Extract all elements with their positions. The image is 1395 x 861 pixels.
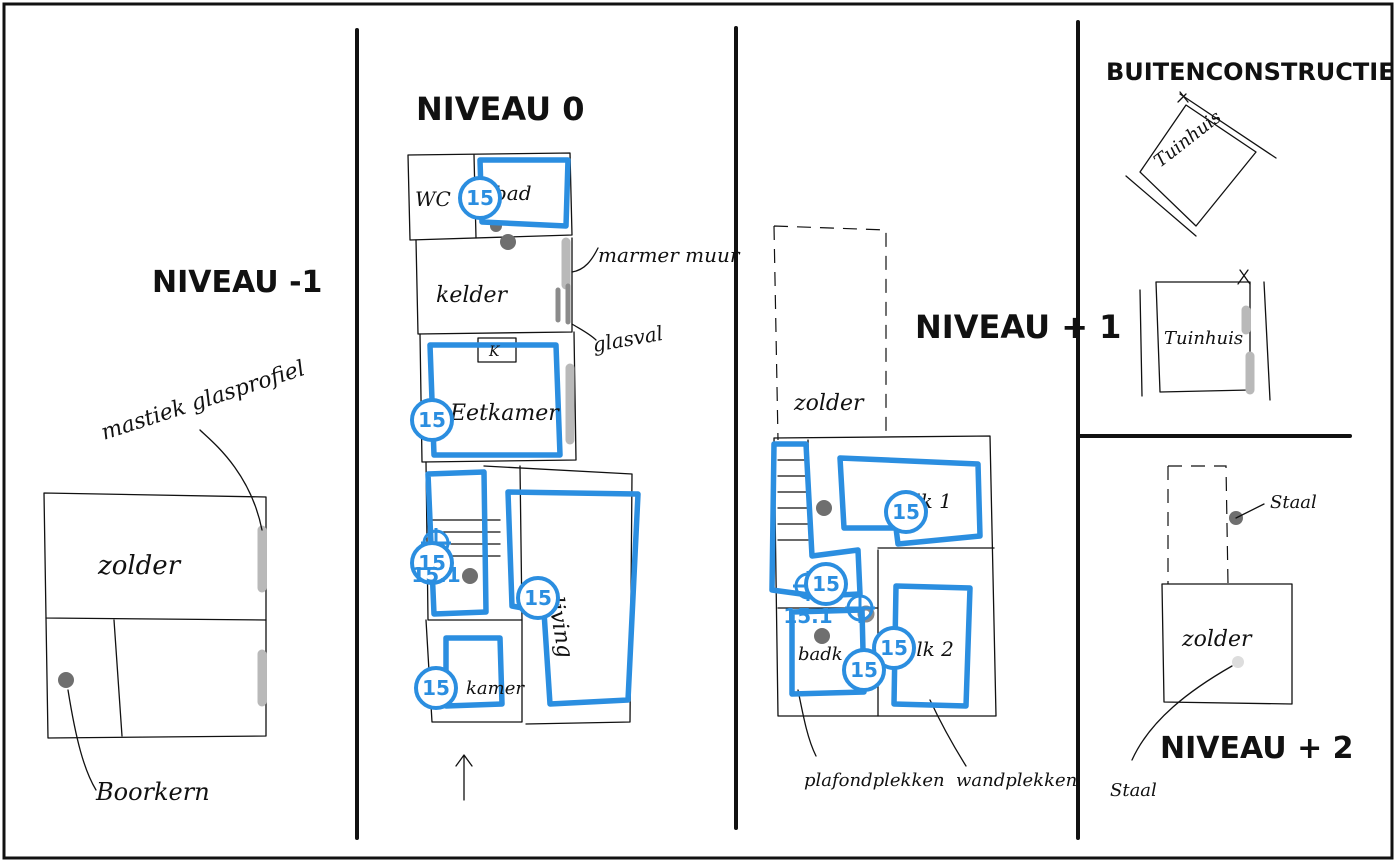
badge-circle	[804, 562, 848, 606]
badge-b1: 15	[458, 176, 502, 220]
badge-text: 15	[418, 551, 446, 575]
borehole-label: Boorkern	[95, 778, 210, 806]
badge-circle	[884, 490, 928, 534]
dining-room-label: Eetkamer	[449, 401, 560, 426]
garden-house-label-2: Tuinhuis	[1164, 328, 1243, 349]
sample-label-bottom: Staal	[1110, 780, 1157, 801]
level-zero-title: NIVEAU 0	[416, 90, 584, 128]
badge-circle	[458, 176, 502, 220]
wall-label: wandplekken	[956, 770, 1077, 791]
badge-circle	[842, 648, 886, 692]
badge-text: 15	[422, 676, 450, 700]
badge-b11: 15.1	[783, 604, 832, 628]
badge-circle	[872, 626, 916, 670]
badge-b4: 15	[410, 541, 454, 585]
badge-circle	[516, 576, 560, 620]
badge-b6: 15.1	[411, 563, 460, 587]
badge-circle	[410, 398, 454, 442]
badge-b7: 15	[804, 562, 848, 606]
badge-b5: 15	[516, 576, 560, 620]
garden-house-label-1: Tuinhuis	[1150, 107, 1225, 172]
wc-label: WC	[415, 187, 451, 211]
level-minus1-plan	[43, 429, 267, 791]
badge-b2: 15	[410, 398, 454, 442]
k-label: K	[488, 344, 501, 360]
level-minus1-attic-label: zolder	[97, 551, 182, 581]
cellar-label: kelder	[436, 283, 508, 308]
level-plus2-attic-label: zolder	[1181, 627, 1253, 652]
badge-text: 15	[850, 658, 878, 682]
badge-b8: 15	[872, 626, 916, 670]
badge-text: 15	[812, 572, 840, 596]
sample-label: Staal	[1270, 492, 1317, 513]
badge-circle	[410, 541, 454, 585]
outside-plan	[1125, 91, 1277, 401]
level-plus2-plan	[1131, 465, 1293, 761]
level-plus2-title: NIVEAU + 2	[1160, 731, 1354, 766]
badge-text: 15	[892, 500, 920, 524]
level-plus1-title: NIVEAU + 1	[915, 308, 1121, 346]
level-plus1-plan	[769, 225, 997, 767]
ceiling-label: plafondplekken	[804, 770, 945, 791]
badge-circle	[414, 666, 458, 710]
level-minus1-title: NIVEAU -1	[152, 265, 322, 300]
glass-label: glasval	[591, 321, 665, 357]
marble-label: marmer muur	[598, 243, 741, 267]
badge-text: 15	[524, 586, 552, 610]
bathroom-label: badk	[798, 644, 843, 665]
room-label: kamer	[466, 678, 525, 699]
badge-text: 15	[466, 186, 494, 210]
badge-b9: 15	[884, 490, 928, 534]
badge-text: 15	[418, 408, 446, 432]
badge-text: 15	[880, 636, 908, 660]
badge-b10: 15	[842, 648, 886, 692]
outside-title: BUITENCONSTRUCTIES	[1106, 58, 1395, 86]
badge-b3: 15	[414, 666, 458, 710]
level-plus1-attic-label: zolder	[793, 391, 865, 416]
